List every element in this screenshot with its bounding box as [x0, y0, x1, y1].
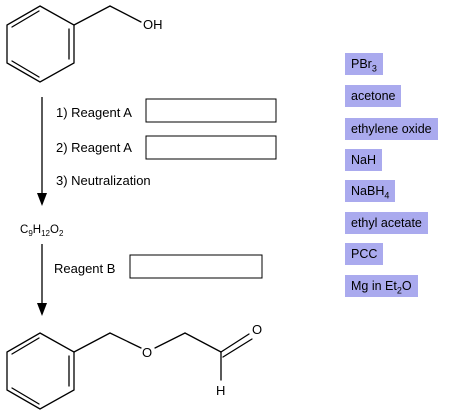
product-ch2-bond	[73, 332, 111, 353]
step-1-answer-box[interactable]	[145, 98, 277, 123]
carbonyl-oxygen-label: O	[252, 322, 262, 337]
carbonyl-double-bond-b	[222, 338, 253, 358]
step-2-label: 2) Reagent A	[56, 140, 132, 155]
reagent-text-tail: O	[401, 279, 412, 293]
product-c-o-bond	[109, 332, 142, 349]
reagent-tile-nabh4[interactable]: NaBH4	[345, 180, 396, 202]
reagent-text: NaH	[351, 153, 377, 167]
reagent-text: ethyl acetate	[351, 216, 422, 230]
reagent-text: acetone	[351, 89, 396, 103]
product-o-ch2-bond	[154, 332, 186, 349]
start-ch2-bond	[73, 5, 111, 26]
carbonyl-double-bond-a	[220, 333, 250, 353]
product-benzene-ring	[6, 332, 75, 410]
hydroxyl-label: OH	[143, 17, 163, 32]
reaction-arrow-1	[37, 97, 47, 206]
intermediate-formula: C9H12O2	[20, 224, 64, 238]
ether-oxygen-label: O	[142, 345, 152, 360]
reagent-tile-ethylene-oxide[interactable]: ethylene oxide	[345, 118, 438, 140]
product-molecule: O O H	[6, 322, 262, 410]
product-ch2-cho-bond	[184, 332, 222, 353]
reagent-tile-acetone[interactable]: acetone	[345, 85, 402, 107]
start-co-bond	[109, 5, 142, 23]
reagent-text: PBr	[351, 57, 372, 71]
reagent-text: Mg in Et	[351, 279, 397, 293]
reagent-b-label: Reagent B	[54, 261, 115, 276]
start-material-benzyl-alcohol: OH	[6, 5, 163, 83]
reagent-tile-pcc[interactable]: PCC	[345, 243, 384, 265]
reagent-text: PCC	[351, 247, 378, 261]
reagent-tile-ethyl-acetate[interactable]: ethyl acetate	[345, 212, 428, 234]
step-2-answer-box[interactable]	[145, 135, 277, 160]
reagent-subscript: 2	[396, 285, 402, 296]
start-benzene-ring	[6, 5, 75, 83]
reagent-subscript: 4	[384, 190, 390, 201]
reagent-subscript: 3	[371, 63, 377, 74]
reagent-tile-pbr3[interactable]: PBr3	[345, 53, 383, 75]
reagent-tile-nah[interactable]: NaH	[345, 149, 383, 171]
aldehyde-h-label: H	[216, 383, 225, 398]
reagent-text: ethylene oxide	[351, 122, 432, 136]
step-1-label: 1) Reagent A	[56, 105, 132, 120]
reagent-tile-mg-in-et2o[interactable]: Mg in Et2O	[345, 275, 418, 297]
reagent-b-answer-box[interactable]	[129, 254, 263, 279]
step-3-label: 3) Neutralization	[56, 173, 151, 188]
reaction-arrow-2	[37, 244, 47, 316]
reagent-text: NaBH	[351, 184, 385, 198]
